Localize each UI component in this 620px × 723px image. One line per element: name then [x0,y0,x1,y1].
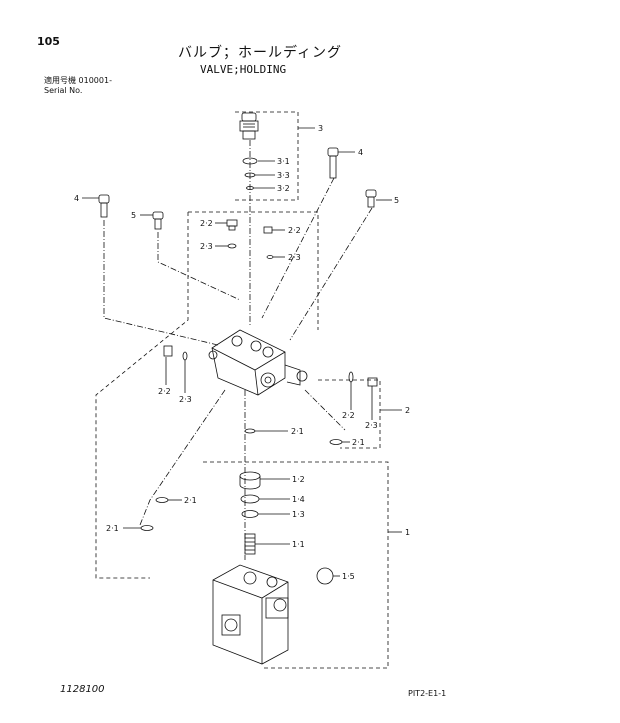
oring-2-1-a [244,428,256,434]
callout-1-1: 1·1 [292,540,305,549]
plug-2-2-left [163,345,173,357]
leader-right-port [304,389,346,431]
oring-2-1-d [140,525,154,531]
callout-2-1-a: 2·1 [291,427,304,436]
callout-1-5: 1·5 [342,572,355,581]
leader-bolt-4-right [261,177,335,319]
oring-2-3-top [227,243,237,249]
oring-2-1-c [155,497,169,503]
bolt-4-right [327,147,339,179]
callout-4-right: 4 [358,148,363,157]
seal-3-1 [242,157,258,165]
callout-2-1-b: 2·1 [352,438,365,447]
title-english: VALVE;HOLDING [200,63,287,76]
leader-bolt-5-left [157,232,241,301]
serial-label-english: Serial No. [44,86,83,95]
leader-bolt-5-right [289,207,373,341]
plug-2-2-top [226,219,238,231]
callout-1: 1 [405,528,410,537]
bolt-5-right [365,189,377,208]
valve-body-2 [208,329,308,396]
page-number: 105 [37,35,60,48]
plug-2-2-far-right [367,377,378,387]
callout-2-2-right: 2·2 [288,226,301,235]
callout-2-2-far-right: 2·2 [342,411,355,420]
title-japanese: バルブ；ホールディング [178,45,343,61]
callout-3-2: 3·2 [277,184,290,193]
callout-2-2-top: 2·2 [200,219,213,228]
callout-2-3-right: 2·3 [288,253,301,262]
cartridge-valve-3 [239,112,259,140]
callout-2-2-left: 2·2 [158,387,171,396]
bolt-5-left [152,211,164,230]
oring-2-1-b [329,439,343,445]
group-box-1 [203,461,389,669]
callout-2-3-top: 2·3 [200,242,213,251]
callout-2-1-d: 2·1 [106,524,119,533]
callout-1-4: 1·4 [292,495,305,504]
page-code: PIT2-E1-1 [408,689,447,698]
oring-1-5 [316,567,334,585]
callout-3-3: 3·3 [277,171,290,180]
plug-2-2-right [263,226,273,234]
document-number: 1128100 [60,684,105,695]
ring-1-3 [241,510,259,518]
callout-5-right: 5 [394,196,399,205]
leader-left-diag [139,389,226,526]
callout-5-left: 5 [131,211,136,220]
bolt-4-left [98,194,110,218]
callout-1-3: 1·3 [292,510,305,519]
callout-2-3-left: 2·3 [179,395,192,404]
group-box-3 [235,111,299,201]
callout-3-1: 3·1 [277,157,290,166]
piston-1-2 [239,471,261,490]
seal-3-2 [246,185,254,190]
callout-3: 3 [318,124,323,133]
callout-2: 2 [405,406,410,415]
callout-4-left: 4 [74,194,79,203]
serial-label-japanese: 適用号機 010001- [44,76,112,85]
oring-2-3-right [266,255,274,259]
ring-1-4 [240,494,260,504]
oring-2-3-far-right [348,371,354,383]
valve-body-1 [212,564,289,665]
spring-1-1 [244,533,256,555]
callout-1-2: 1·2 [292,475,305,484]
callout-2-3-far-right: 2·3 [365,421,378,430]
leader-bolt-4-left [103,220,219,346]
oring-2-3-left [182,351,188,361]
callout-2-1-c: 2·1 [184,496,197,505]
group-box-outer [95,212,189,579]
